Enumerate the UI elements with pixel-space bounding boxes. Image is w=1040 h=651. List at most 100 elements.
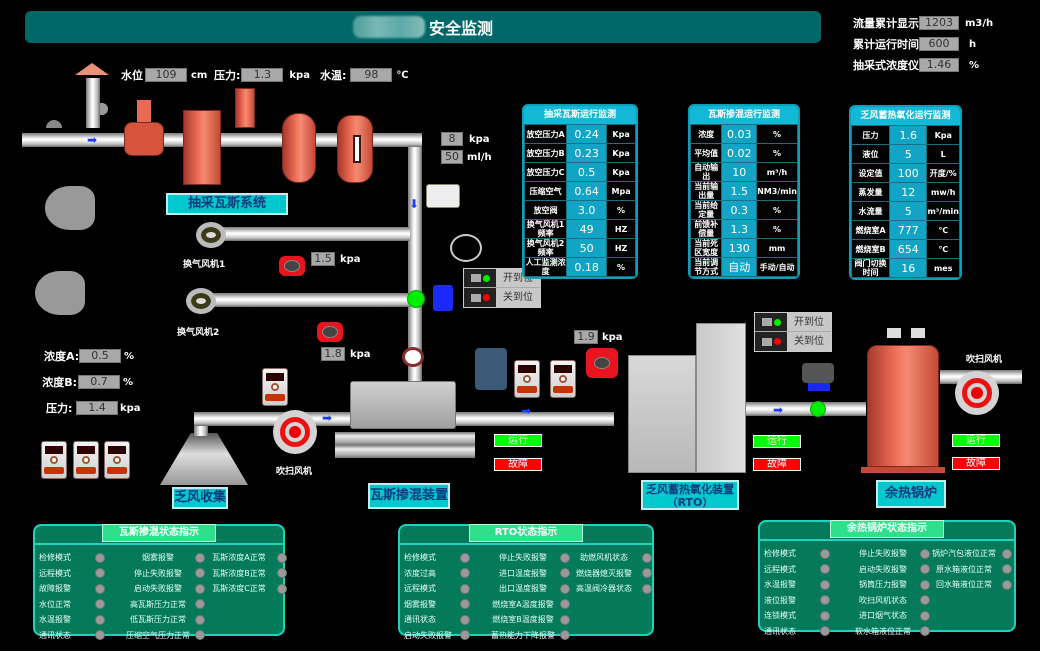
panel-title: 抽采瓦斯运行监测 — [524, 106, 636, 124]
vent-valve-icon — [100, 103, 108, 115]
status-item-label: 停止失败报警 — [859, 549, 907, 559]
status-item: 远程模式 — [764, 562, 830, 578]
status-indicator-icon — [820, 548, 830, 559]
row-name: 前馈补偿量 — [689, 219, 723, 239]
reading-label: 水温: — [320, 69, 347, 82]
status-item: 高瓦斯压力正常 — [121, 597, 205, 613]
status-column: 停止失败报警进口温度报警出口温度报警燃烧室A温度报警燃烧室B温度报警蓄热能力下降… — [486, 550, 570, 643]
row-name: 压缩空气 — [523, 181, 568, 201]
label-fan1: 换气风机1 — [183, 260, 226, 270]
status-item-label: 连锁模式 — [764, 611, 796, 621]
actuator-mini-icon — [761, 337, 772, 346]
row-value: 0.02 — [721, 143, 758, 163]
inlet-pipe — [22, 133, 422, 147]
flow-meter-icon — [426, 184, 460, 208]
valve-open-green-icon[interactable] — [407, 290, 425, 308]
row-name: 平均值 — [689, 143, 723, 163]
status-item-label: 软水箱液位正常 — [855, 626, 911, 636]
reading-unit: % — [123, 376, 134, 388]
row-name: 放空压力B — [523, 143, 568, 163]
status-panel-title: RTO状态指示 — [469, 524, 583, 542]
actuator-mini-icon — [761, 318, 772, 326]
reading-label: 水位 — [121, 69, 143, 82]
row-value: 5 — [889, 201, 928, 221]
reading-label: 压力: — [46, 402, 73, 415]
row-unit: HZ — [606, 219, 636, 239]
row-unit: % — [606, 257, 636, 277]
status-item: 启动失败报警 — [404, 628, 470, 644]
status-indicator-icon — [820, 595, 830, 606]
status-item: 检修模式 — [404, 550, 470, 566]
status-item: 通讯状态 — [404, 612, 470, 628]
status-indicator-icon — [277, 552, 287, 563]
actuator-mini-icon — [470, 293, 481, 302]
reading-value: 1.9 — [574, 330, 598, 344]
rto-run-indicator: 运行 — [753, 435, 801, 448]
status-item: 液位报警 — [764, 593, 830, 609]
blurred-logo — [352, 16, 425, 38]
row-unit: % — [756, 124, 798, 144]
row-value: 3.0 — [566, 200, 608, 220]
row-name: 蒸发量 — [850, 182, 891, 202]
status-item-label: 蓄热能力下降报警 — [491, 630, 555, 640]
status-item-label: 远程模式 — [404, 584, 436, 594]
status-indicator-icon — [642, 568, 652, 579]
manual-valve-icon — [46, 120, 62, 128]
valve-open-green-2-icon[interactable] — [810, 401, 826, 417]
row-value: 1.3 — [721, 219, 758, 239]
row-unit: m³/min — [926, 201, 960, 221]
status-indicator-icon — [460, 614, 470, 625]
status-indicator-icon — [560, 568, 570, 579]
row-value: 16 — [889, 258, 928, 278]
status-column: 检修模式浓度过高远程模式烟雾报警通讯状态启动失败报警 — [404, 550, 470, 643]
row-value: 1.5 — [721, 181, 758, 201]
status-item: 出口温度报警 — [486, 581, 570, 597]
status-divider — [400, 543, 652, 545]
status-item: 锅筒压力报警 — [846, 577, 930, 593]
row-value: 654 — [889, 239, 928, 259]
reading-value: 1.3 — [241, 68, 284, 82]
row-name: 水流量 — [850, 201, 891, 221]
reading-value: 1.4 — [76, 401, 118, 415]
reading-value: 50 — [441, 150, 463, 164]
status-item-label: 液位报警 — [764, 595, 796, 605]
boiler-sensor-1-icon — [887, 328, 901, 338]
valve-close-label: 关到位 — [787, 332, 831, 351]
row-unit: HZ — [606, 238, 636, 258]
status-indicator-icon — [920, 579, 930, 590]
valve-close-indicator — [464, 288, 496, 307]
status-item-label: 通讯状态 — [764, 626, 796, 636]
gray-fan-2-icon — [35, 271, 85, 315]
row-unit: mes — [926, 258, 960, 278]
row-unit: ℃ — [926, 239, 960, 259]
row-name: 放空压力A — [523, 124, 568, 144]
valve-open-indicator — [755, 313, 787, 331]
reading-value: 109 — [145, 68, 187, 82]
row-unit: ℃ — [926, 220, 960, 240]
reading-label: 浓度B: — [42, 376, 77, 389]
pump-icon — [124, 122, 164, 156]
row-unit: Kpa — [606, 143, 636, 163]
status-item-label: 浓度过高 — [404, 568, 436, 578]
row-unit: % — [756, 143, 798, 163]
row-value: 0.18 — [566, 257, 608, 277]
status-item-label: 检修模式 — [764, 549, 796, 559]
gas-detector-1-icon — [41, 441, 67, 479]
flow-arrow-down-icon: ⬇ — [409, 197, 420, 211]
row-name: 自动输出 — [689, 162, 723, 182]
flow-arrow-icon: ➡ — [87, 133, 98, 147]
reading-unit: cm — [191, 69, 208, 81]
status-column: 停止失败报警启动失败报警锅筒压力报警吹扫风机状态进口烟气状态软水箱液位正常 — [846, 546, 930, 639]
status-column: 助燃风机状态燃烧器熄灭报警高温阀冷器状态 — [566, 550, 652, 597]
label-blower-2: 吹扫风机 — [966, 355, 1003, 365]
status-item-label: 远程模式 — [764, 564, 796, 574]
reading-value: 1203 — [919, 16, 959, 30]
